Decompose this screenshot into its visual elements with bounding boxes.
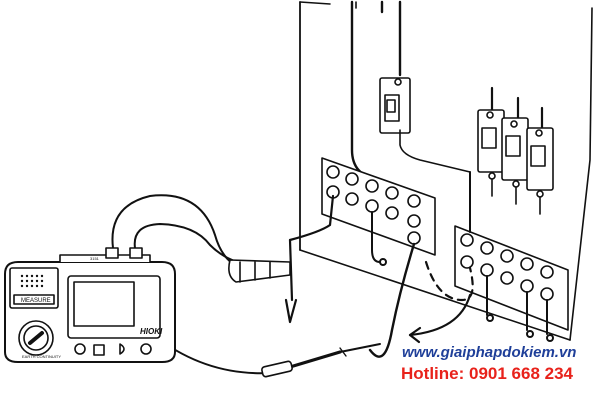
probe-move-arrow	[408, 260, 474, 344]
earth-lead	[284, 194, 335, 324]
model-label: 3151	[90, 256, 100, 261]
distribution-panel	[299, 1, 593, 341]
main-breaker	[379, 77, 471, 173]
power-button	[140, 343, 152, 355]
alligator-clip	[228, 259, 291, 283]
measure-label: MEASURE	[21, 298, 51, 304]
test-button	[119, 343, 125, 355]
test-probe	[261, 347, 347, 378]
hotline-watermark: Hotline: 0901 668 234	[401, 364, 573, 383]
branch-breakers	[477, 86, 554, 215]
insulation-tester	[4, 247, 176, 363]
terminal-block-upper	[321, 157, 436, 256]
terminal-block-lower	[454, 225, 569, 331]
measure-button	[93, 344, 105, 356]
website-watermark: www.giaiphapdokiem.vn	[402, 344, 577, 361]
switch-label: EARTH CONTINUITY	[22, 354, 61, 359]
branch-wires	[371, 171, 554, 342]
function-button	[74, 343, 86, 355]
brand-logo: HIOKI	[140, 327, 163, 336]
clamp-lead	[111, 194, 246, 269]
line-lead	[368, 242, 416, 358]
